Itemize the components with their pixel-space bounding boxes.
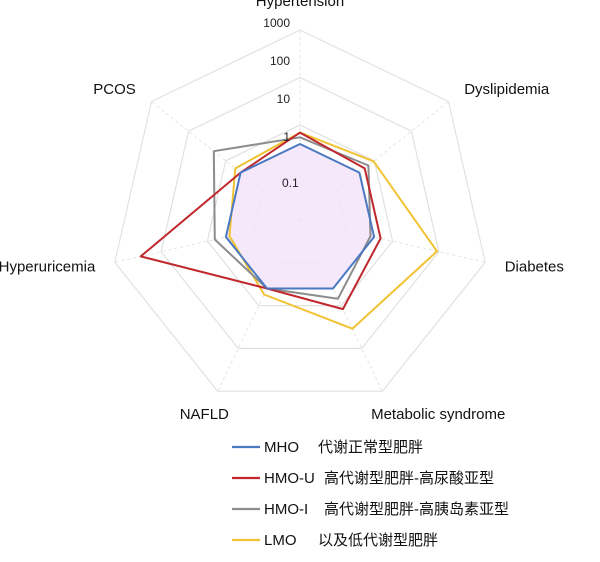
legend-series-name: HMO-U <box>264 470 315 487</box>
radial-ticks: 1000 100 10 1 0.1 <box>263 16 299 190</box>
legend-series-name: LMO <box>264 532 297 549</box>
legend-series-description: 以及低代谢型肥胖 <box>318 532 438 549</box>
tick-label: 10 <box>277 92 291 106</box>
axis-label-diabetes: Diabetes <box>505 259 564 276</box>
axis-label-dyslipidemia: Dyslipidemia <box>464 81 550 98</box>
legend-series-name: MHO <box>264 439 299 456</box>
legend-series-description: 高代谢型肥胖-高胰岛素亚型 <box>324 501 509 518</box>
legend-item-hmo-u: HMO-U 高代谢型肥胖-高尿酸亚型 <box>232 470 494 487</box>
radar-series <box>139 131 438 330</box>
grid-ring <box>160 76 440 349</box>
series-lmo-polygon <box>228 131 438 330</box>
axis-label-hypertension: Hypertension <box>256 0 344 10</box>
tick-label: 1 <box>283 130 290 144</box>
series-hmo-u-polygon <box>139 131 382 311</box>
tick-label: 0.1 <box>282 176 299 190</box>
grid-ring <box>114 29 486 392</box>
legend-item-mho: MHO 代谢正常型肥胖 <box>232 439 423 456</box>
axis-label-pcos: PCOS <box>93 81 136 98</box>
legend-series-description: 代谢正常型肥胖 <box>318 439 423 456</box>
legend-series-description: 高代谢型肥胖-高尿酸亚型 <box>324 470 494 487</box>
series-mho-polygon <box>224 143 376 290</box>
center-shading <box>225 144 375 289</box>
grid-ring <box>206 124 394 307</box>
tick-label: 100 <box>270 54 290 68</box>
axis-label-hyperuricemia: Hyperuricemia <box>0 259 96 276</box>
axis-label-nafld: NAFLD <box>180 406 229 423</box>
axis-labels: HypertensionDyslipidemiaDiabetesMetaboli… <box>0 0 564 423</box>
tick-label: 1000 <box>263 16 290 30</box>
axis-label-metabolic-syndrome: Metabolic syndrome <box>371 406 505 423</box>
legend-item-lmo: LMO 以及低代谢型肥胖 <box>232 532 438 549</box>
legend-series-name: HMO-I <box>264 501 308 518</box>
series-hmo-i-polygon <box>212 136 372 300</box>
legend-item-hmo-i: HMO-I 高代谢型肥胖-高胰岛素亚型 <box>232 501 509 518</box>
